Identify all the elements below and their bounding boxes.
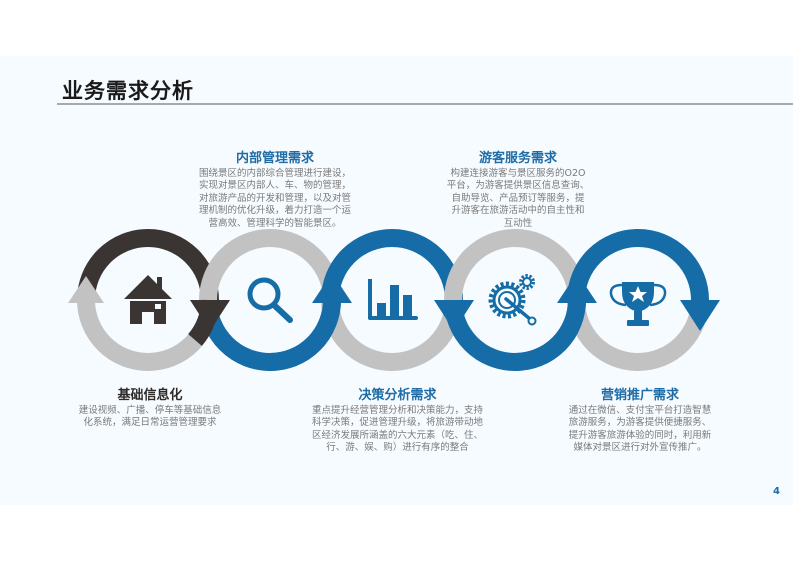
step-3-block: 决策分析需求 重点提升经营管理分析和决策能力，支持 科学决策，促进管理升级，将旅… <box>300 388 495 455</box>
arrow-up-grey <box>68 276 104 303</box>
arrow-down-blue <box>434 300 474 331</box>
step-4-desc: 构建连接游客与景区服务的O2O 平台，为游客提供景区信息查询、 自助导览、产品预… <box>446 168 590 229</box>
slide-title: 业务需求分析 <box>62 79 194 103</box>
step-2-title: 内部管理需求 <box>235 151 314 166</box>
step-1-block: 基础信息化 建设视频、广播、停车等基础信息 化系统，满足日常运营管理要求 <box>70 388 230 430</box>
bar-chart-icon <box>368 279 418 320</box>
trophy-icon <box>609 282 667 326</box>
step-5-desc: 通过在微信、支付宝平台打造智慧 旅游服务，为游客提供便捷服务、 提升游客旅游体验… <box>568 405 712 454</box>
step-5-title: 营销推广需求 <box>600 388 679 403</box>
arrow-down-dark <box>190 300 230 331</box>
slide: 业务需求分析 <box>0 56 793 505</box>
process-ring-diagram <box>68 229 720 371</box>
arrow-down-blue-2 <box>680 300 720 331</box>
magnifier-icon <box>247 277 293 323</box>
step-5-block: 营销推广需求 通过在微信、支付宝平台打造智慧 旅游服务，为游客提供便捷服务、 提… <box>555 388 725 455</box>
arrowheads <box>68 273 720 331</box>
step-2-block: 内部管理需求 围绕景区的内部综合管理进行建设， 实现对景区内部人、车、物的管理，… <box>185 151 365 230</box>
arrow-up-blue-2 <box>557 273 597 303</box>
step-1-title: 基础信息化 <box>117 388 183 403</box>
step-3-title: 决策分析需求 <box>358 388 437 403</box>
ring-3 <box>321 229 463 371</box>
arrow-up-blue <box>312 273 352 303</box>
step-3-desc: 重点提升经营管理分析和决策能力，支持 科学决策，促进管理升级，将旅游带动地 区经… <box>311 405 483 454</box>
title-underline <box>57 103 793 105</box>
gear-wrench-icon <box>488 274 537 326</box>
step-1-desc: 建设视频、广播、停车等基础信息 化系统，满足日常运营管理要求 <box>78 405 222 429</box>
step-4-title: 游客服务需求 <box>478 151 557 166</box>
step-4-block: 游客服务需求 构建连接游客与景区服务的O2O 平台，为游客提供景区信息查询、 自… <box>433 151 603 230</box>
ring-5 <box>567 229 709 371</box>
step-2-desc: 围绕景区的内部综合管理进行建设， 实现对景区内部人、车、物的管理， 对旅游产品的… <box>198 168 351 229</box>
house-icon <box>124 275 172 324</box>
page-number: 4 <box>773 486 780 497</box>
